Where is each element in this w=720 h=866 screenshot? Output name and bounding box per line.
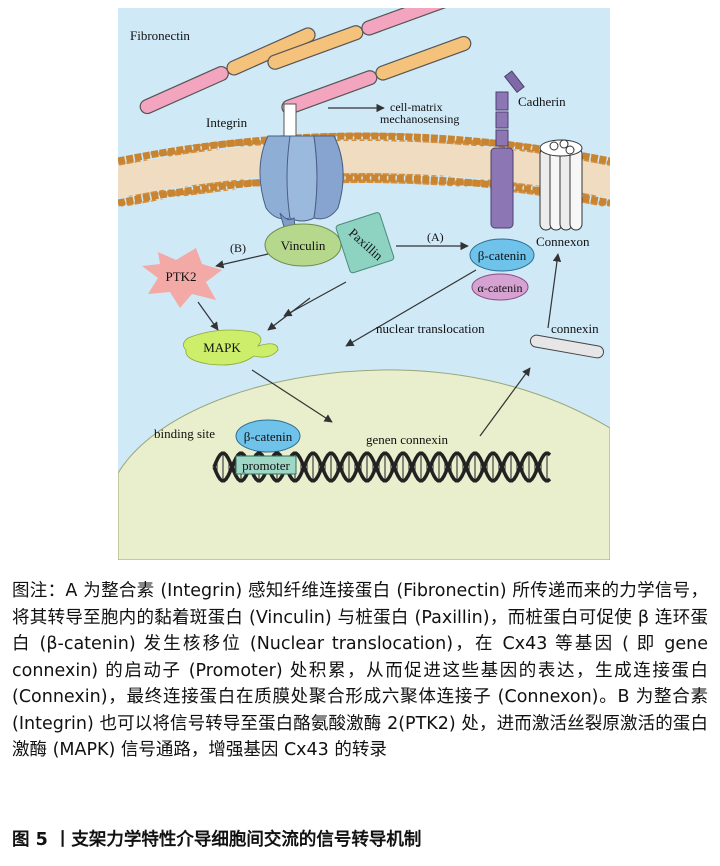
ptk2 — [142, 248, 222, 308]
binding-site-label: binding site — [154, 426, 215, 441]
mapk — [183, 329, 279, 366]
cadherin — [490, 70, 525, 229]
beta-catenin — [469, 238, 535, 272]
nucleus — [117, 369, 611, 561]
fibronectin-label: Fibronectin — [130, 28, 190, 43]
integrin-stalk — [283, 103, 297, 137]
mechanosensing-label: mechanosensing — [380, 112, 459, 126]
connexin-label: connexin — [551, 321, 599, 336]
nuclear-translocation-label: nuclear translocation — [376, 321, 485, 336]
cadherin-label: Cadherin — [518, 94, 566, 109]
ptk2-to-mapk-arrow — [197, 301, 219, 331]
genen-connexin-label: genen connexin — [366, 432, 448, 447]
beta-catenin-label: β-catenin — [478, 248, 527, 263]
connexin-to-connexon-arrow — [547, 253, 562, 329]
paxillin: Paxillin — [335, 212, 395, 274]
mapk-label: MAPK — [203, 340, 241, 355]
ptk2-label: PTK2 — [165, 269, 196, 284]
gene-to-connexin-arrow — [479, 367, 531, 437]
alpha-catenin-label: α-catenin — [478, 281, 523, 295]
connexon-channel — [539, 139, 583, 231]
vinculin-label: Vinculin — [281, 238, 326, 253]
path-b-label: (B) — [230, 241, 246, 255]
integrin-receptor — [259, 135, 344, 237]
beta-catenin-dna — [235, 419, 301, 453]
figure-title: 图 5 丨支架力学特性介导细胞间交流的信号转导机制 — [12, 830, 422, 850]
nuclear-translocation-arrow — [345, 269, 477, 347]
to-nucleus-arrow — [283, 281, 347, 317]
signaling-diagram: Fibronectin Integrin cell-matrix mechano… — [117, 0, 611, 561]
beta-catenin-dna-label: β-catenin — [244, 429, 293, 444]
connexin-rod — [529, 334, 604, 359]
connexon-label: Connexon — [536, 234, 590, 249]
mapk-to-gene-arrow — [251, 369, 333, 423]
path-a-label: (A) — [427, 230, 444, 244]
path-b-arrow — [215, 253, 269, 269]
integrin-label: Integrin — [206, 115, 248, 130]
promoter-label: promoter — [242, 458, 290, 473]
promoter-box — [235, 455, 297, 475]
alpha-catenin — [471, 273, 529, 301]
figure-caption: 图注：A 为整合素 (Integrin) 感知纤维连接蛋白 (Fibronect… — [12, 581, 708, 760]
cell-matrix-label: cell-matrix — [390, 100, 443, 114]
